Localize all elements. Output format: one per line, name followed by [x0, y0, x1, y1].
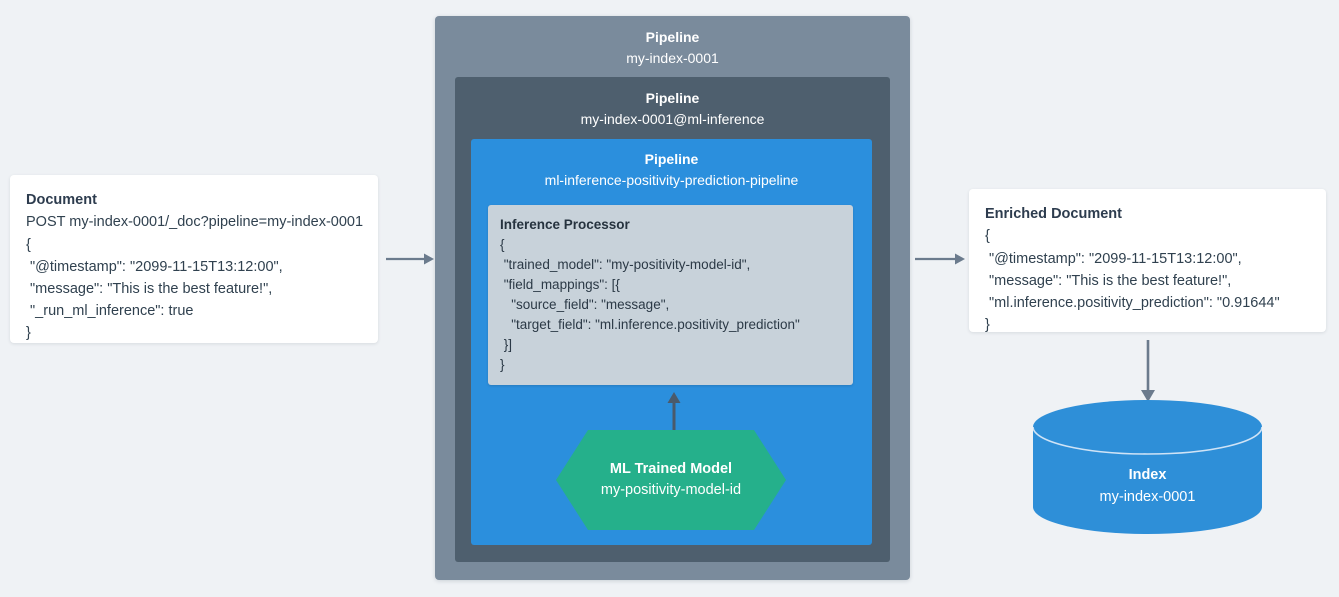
pipeline-inner-label: Pipeline: [644, 151, 699, 167]
pipeline-inner-name: ml-inference-positivity-prediction-pipel…: [544, 172, 799, 188]
enriched-document-card-line-1: "@timestamp": "2099-11-15T13:12:00",: [985, 250, 1242, 267]
arrow-document-to-pipeline: [386, 253, 434, 265]
enriched-document-card-title: Enriched Document: [985, 206, 1122, 222]
inference-processor-line-3: "source_field": "message",: [500, 297, 670, 313]
pipeline-middle-label: Pipeline: [645, 90, 700, 106]
pipeline-inner-positivity-prediction[interactable]: Pipeline ml-inference-positivity-predict…: [471, 139, 872, 545]
inference-processor-line-2: "field_mappings": [{: [500, 277, 620, 293]
hexagon-shape: [556, 430, 786, 530]
enriched-document-card: Enriched Document { "@timestamp": "2099-…: [969, 189, 1326, 333]
pipeline-outer-header: Pipeline my-index-0001: [435, 27, 910, 69]
document-card-line-1: {: [26, 236, 31, 253]
ml-trained-model-hexagon[interactable]: ML Trained Model my-positivity-model-id: [556, 430, 786, 530]
index-cylinder[interactable]: Index my-index-0001: [1032, 400, 1263, 534]
enriched-document-card-line-4: }: [985, 316, 990, 333]
pipeline-middle-name: my-index-0001@ml-inference: [580, 111, 765, 127]
inference-processor-line-0: {: [500, 237, 505, 253]
inference-processor-panel[interactable]: Inference Processor { "trained_model": "…: [488, 205, 853, 385]
pipeline-outer-my-index-0001[interactable]: Pipeline my-index-0001 Pipeline my-index…: [435, 16, 910, 580]
pipeline-outer-label: Pipeline: [645, 29, 700, 45]
pipeline-middle-ml-inference[interactable]: Pipeline my-index-0001@ml-inference Pipe…: [455, 77, 890, 562]
document-card-line-4: "_run_ml_inference": true: [26, 302, 194, 319]
document-card-line-5: }: [26, 324, 31, 341]
inference-processor-line-1: "trained_model": "my-positivity-model-id…: [500, 257, 751, 273]
arrow-ml-model-to-processor: [667, 392, 681, 432]
inference-processor-line-5: }]: [500, 337, 513, 353]
document-card-line-3: "message": "This is the best feature!",: [26, 280, 273, 297]
enriched-document-card-line-2: "message": "This is the best feature!",: [985, 272, 1232, 289]
inference-processor-title: Inference Processor: [500, 217, 630, 232]
document-card-line-2: "@timestamp": "2099-11-15T13:12:00",: [26, 258, 283, 275]
enriched-document-card-line-3: "ml.inference.positivity_prediction": "0…: [985, 294, 1280, 311]
inference-processor-line-6: }: [500, 357, 505, 373]
arrow-pipeline-to-enriched-document: [915, 253, 965, 265]
enriched-document-card-line-0: {: [985, 228, 990, 245]
pipeline-inner-header: Pipeline ml-inference-positivity-predict…: [471, 149, 872, 191]
document-card-title: Document: [26, 192, 97, 208]
document-card: Document POST my-index-0001/_doc?pipelin…: [10, 175, 378, 343]
pipeline-middle-header: Pipeline my-index-0001@ml-inference: [455, 88, 890, 130]
document-card-line-0: POST my-index-0001/_doc?pipeline=my-inde…: [26, 214, 364, 231]
inference-processor-line-4: "target_field": "ml.inference.positivity…: [500, 317, 800, 333]
pipeline-outer-name: my-index-0001: [626, 50, 719, 66]
arrow-enriched-document-to-index: [1141, 340, 1155, 402]
cylinder-shape: [1032, 400, 1263, 534]
